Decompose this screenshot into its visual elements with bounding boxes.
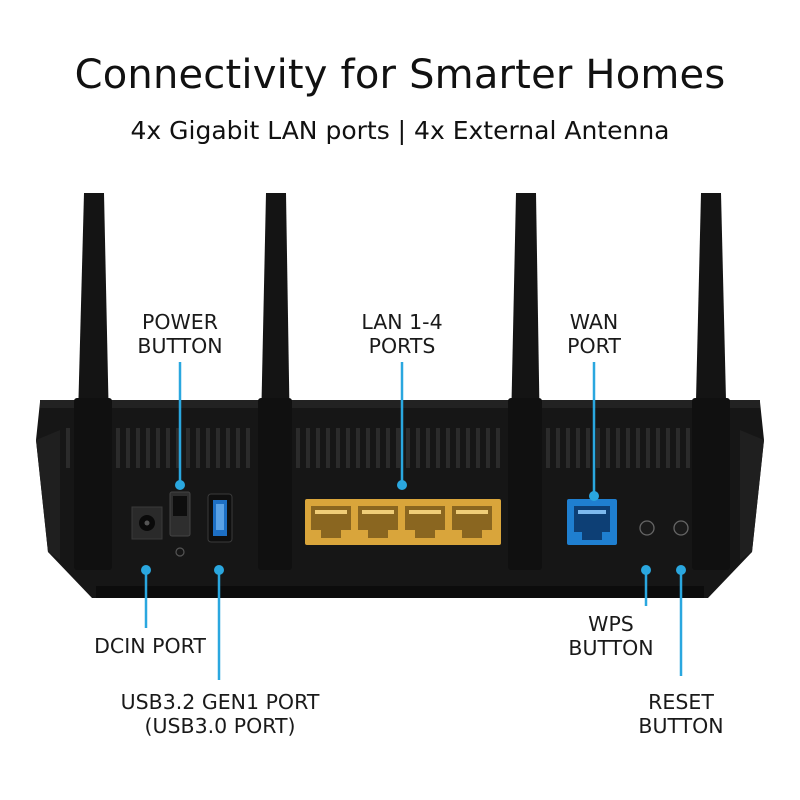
vent-slot — [146, 428, 150, 468]
vent-slot — [376, 428, 380, 468]
vent-slot — [406, 428, 410, 468]
vent-slot — [316, 428, 320, 468]
vent-slot — [606, 428, 610, 468]
reset-button — [673, 520, 689, 536]
vent-slot — [646, 428, 650, 468]
vent-slot — [456, 428, 460, 468]
antenna-bases — [74, 398, 730, 570]
wps-button — [639, 520, 655, 536]
vent-slot — [176, 428, 180, 468]
vent-slot — [356, 428, 360, 468]
callout-dcin-port: DCIN PORT — [94, 634, 206, 658]
vent-slot — [116, 428, 120, 468]
vent-slot — [336, 428, 340, 468]
vent-slot — [586, 428, 590, 468]
vent-slot — [126, 428, 130, 468]
vent-slot — [236, 428, 240, 468]
callout-lines — [141, 362, 686, 680]
vent-slot — [426, 428, 430, 468]
vent-slot — [186, 428, 190, 468]
power-button — [169, 491, 191, 557]
vent-slot — [396, 428, 400, 468]
vent-slot — [556, 428, 560, 468]
vent-slot — [416, 428, 420, 468]
vent-slot — [136, 428, 140, 468]
page-title: Connectivity for Smarter Homes — [74, 52, 726, 98]
lan-port-3 — [405, 506, 445, 538]
vent-slot — [166, 428, 170, 468]
chassis-bottom-strip — [96, 586, 704, 598]
vent-slot — [686, 428, 690, 468]
vent-slot — [306, 428, 310, 468]
vent-slots — [66, 428, 690, 468]
vent-slot — [66, 428, 70, 468]
lan-port-4 — [452, 506, 492, 538]
side-panel-right — [740, 430, 764, 560]
vent-slot — [206, 428, 210, 468]
callout-reset-button: RESET BUTTON — [638, 690, 724, 738]
vent-slot — [296, 428, 300, 468]
vent-slot — [626, 428, 630, 468]
vent-slot — [466, 428, 470, 468]
vent-slot — [636, 428, 640, 468]
vent-slot — [596, 428, 600, 468]
vent-slot — [216, 428, 220, 468]
lan-port-block — [305, 499, 501, 545]
vent-slot — [576, 428, 580, 468]
callout-power-button: POWER BUTTON — [137, 310, 223, 358]
vent-slot — [666, 428, 670, 468]
usb-port — [207, 493, 233, 543]
vent-slot — [496, 428, 500, 468]
vent-slot — [156, 428, 160, 468]
chassis-top-edge — [40, 400, 760, 408]
vent-slot — [326, 428, 330, 468]
vent-slot — [196, 428, 200, 468]
page-subtitle: 4x Gigabit LAN ports | 4x External Anten… — [130, 116, 670, 145]
vent-slot — [246, 428, 250, 468]
lan-port-1 — [311, 506, 351, 538]
lan-port-2 — [358, 506, 398, 538]
vent-slot — [676, 428, 680, 468]
vent-slot — [346, 428, 350, 468]
callout-wps-button: WPS BUTTON — [568, 612, 654, 660]
dcin-port — [131, 506, 163, 540]
vent-slot — [386, 428, 390, 468]
vent-slot — [486, 428, 490, 468]
callout-wan-port: WAN PORT — [567, 310, 621, 358]
callout-lan-ports: LAN 1-4 PORTS — [361, 310, 443, 358]
vent-slot — [656, 428, 660, 468]
vent-slot — [546, 428, 550, 468]
vent-slot — [446, 428, 450, 468]
vent-slot — [366, 428, 370, 468]
vent-slot — [616, 428, 620, 468]
vent-slot — [436, 428, 440, 468]
side-panel-left — [36, 430, 60, 560]
vent-slot — [476, 428, 480, 468]
wan-port — [567, 499, 617, 545]
vent-slot — [226, 428, 230, 468]
vent-slot — [566, 428, 570, 468]
callout-usb-port: USB3.2 GEN1 PORT (USB3.0 PORT) — [120, 690, 320, 738]
